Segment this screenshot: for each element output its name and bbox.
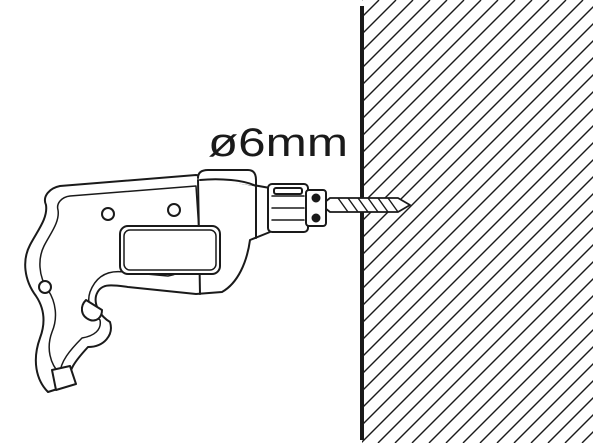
hatch-line (496, 346, 593, 443)
hatch-line (362, 0, 516, 154)
hatch-line (362, 159, 593, 392)
drill-side-panel-inner (123, 229, 217, 271)
diameter-label: ø6mm (208, 121, 348, 165)
hatch-line (362, 0, 533, 171)
drill-chuck-key-hole-top (311, 193, 321, 203)
hatch-line (479, 329, 593, 443)
hatch-line (362, 0, 448, 86)
hatch-line (362, 0, 465, 103)
hatch-line (513, 363, 593, 443)
drill-grip-end (51, 365, 77, 391)
hatch-line (362, 91, 593, 324)
hatch-line (362, 210, 593, 443)
hatch-line (362, 176, 593, 409)
hatch-line (428, 278, 593, 443)
drill-chuck-key-hole-bottom (311, 213, 321, 223)
drill-icon (24, 169, 327, 393)
hatch-line (362, 74, 593, 307)
drill-screw-top-left (101, 207, 115, 221)
drill-chuck-step (273, 187, 303, 195)
drill-housing (24, 174, 271, 393)
hatch-line (462, 312, 593, 443)
hatch-line (362, 23, 593, 256)
hatch-line (445, 295, 593, 443)
drill-motor-outline (199, 178, 257, 239)
drill-screw-top-right (167, 203, 181, 217)
hatch-line (362, 0, 482, 120)
hatch-line (362, 0, 550, 188)
hatch-line (362, 0, 567, 205)
hatch-line (394, 244, 593, 443)
hatch-line (362, 142, 593, 375)
hatch-line (362, 57, 593, 290)
drill-trigger (80, 299, 103, 322)
hatch-line (362, 125, 593, 358)
hatch-line (362, 0, 499, 137)
hatch-line (362, 6, 593, 239)
hatch-line (411, 261, 593, 443)
hatch-line (362, 40, 593, 273)
drill-side-panel (119, 225, 221, 275)
hatch-line (362, 193, 593, 426)
hatch-line (362, 0, 584, 222)
hatch-line (377, 227, 593, 443)
drill-screw-handle (38, 280, 52, 294)
drill-chuck-grip-lines (271, 195, 305, 221)
drill-chuck-jaws (305, 189, 327, 227)
hatch-line (564, 414, 593, 443)
drill-bit-icon (324, 197, 411, 213)
hatch-line (547, 397, 593, 443)
hatch-line (362, 108, 593, 341)
